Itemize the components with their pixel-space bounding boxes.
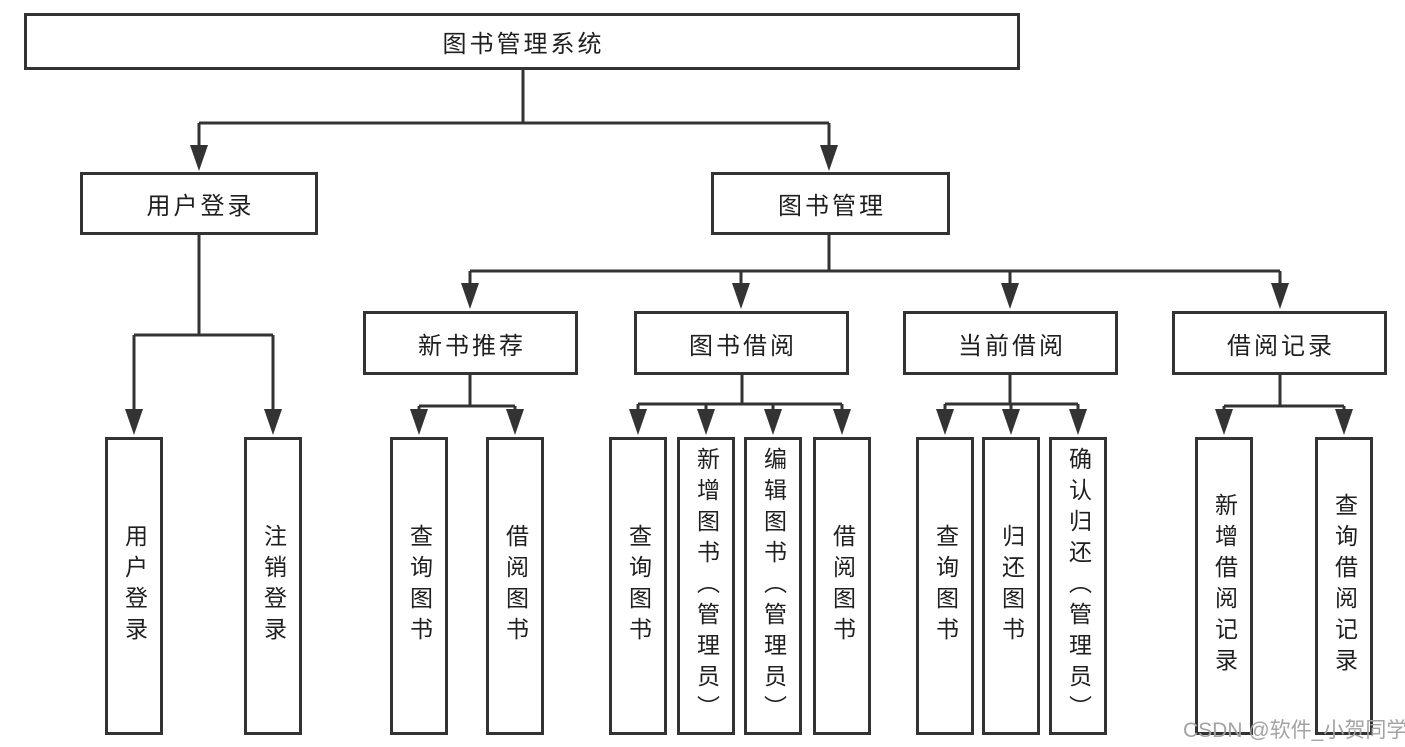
leaf-label: 借阅图书 [502, 524, 529, 648]
node-user-login: 用户登录 [80, 172, 318, 235]
leaf-label: 查询图书 [625, 524, 652, 648]
leaf-edit-book-admin: 编辑图书（管理员） [744, 437, 802, 735]
leaf-add-book-admin: 新增图书（管理员） [677, 437, 735, 735]
leaf-label: 用户登录 [121, 524, 148, 648]
leaf-user-login: 用户登录 [105, 437, 163, 735]
leaf-add-borrow-record: 新增借阅记录 [1195, 437, 1253, 735]
leaf-label: 查询图书 [406, 524, 433, 648]
leaf-label: 归还图书 [998, 524, 1025, 648]
watermark-text: CSDN @软件_小贺同学 [1183, 719, 1405, 742]
leaf-label: 新增借阅记录 [1211, 493, 1238, 679]
leaf-label: 新增图书（管理员） [693, 446, 720, 726]
node-root: 图书管理系统 [24, 13, 1020, 70]
leaf-label: 注销登录 [260, 524, 287, 648]
leaf-borrow-book: 借阅图书 [813, 437, 871, 735]
leaf-label: 编辑图书（管理员） [760, 446, 787, 726]
leaf-label: 借阅图书 [829, 524, 856, 648]
node-book-borrow: 图书借阅 [634, 311, 849, 375]
node-new-book-recommend: 新书推荐 [363, 311, 578, 375]
node-book-mgmt: 图书管理 [711, 172, 950, 235]
arrowheads [125, 145, 1353, 435]
leaf-return-book: 归还图书 [982, 437, 1040, 735]
node-borrow-records: 借阅记录 [1172, 311, 1387, 375]
node-current-borrow: 当前借阅 [903, 311, 1118, 375]
leaf-label: 查询图书 [932, 524, 959, 648]
leaf-query-book-current: 查询图书 [916, 437, 974, 735]
leaf-query-borrow-record: 查询借阅记录 [1315, 437, 1373, 735]
leaf-query-book-borrow: 查询图书 [609, 437, 667, 735]
leaf-borrow-book-recommend: 借阅图书 [486, 437, 544, 735]
leaf-label: 确认归还（管理员） [1065, 446, 1092, 726]
leaf-logout-login: 注销登录 [244, 437, 302, 735]
leaf-confirm-return-admin: 确认归还（管理员） [1049, 437, 1107, 735]
leaf-query-book-recommend: 查询图书 [390, 437, 448, 735]
leaf-label: 查询借阅记录 [1331, 493, 1358, 679]
